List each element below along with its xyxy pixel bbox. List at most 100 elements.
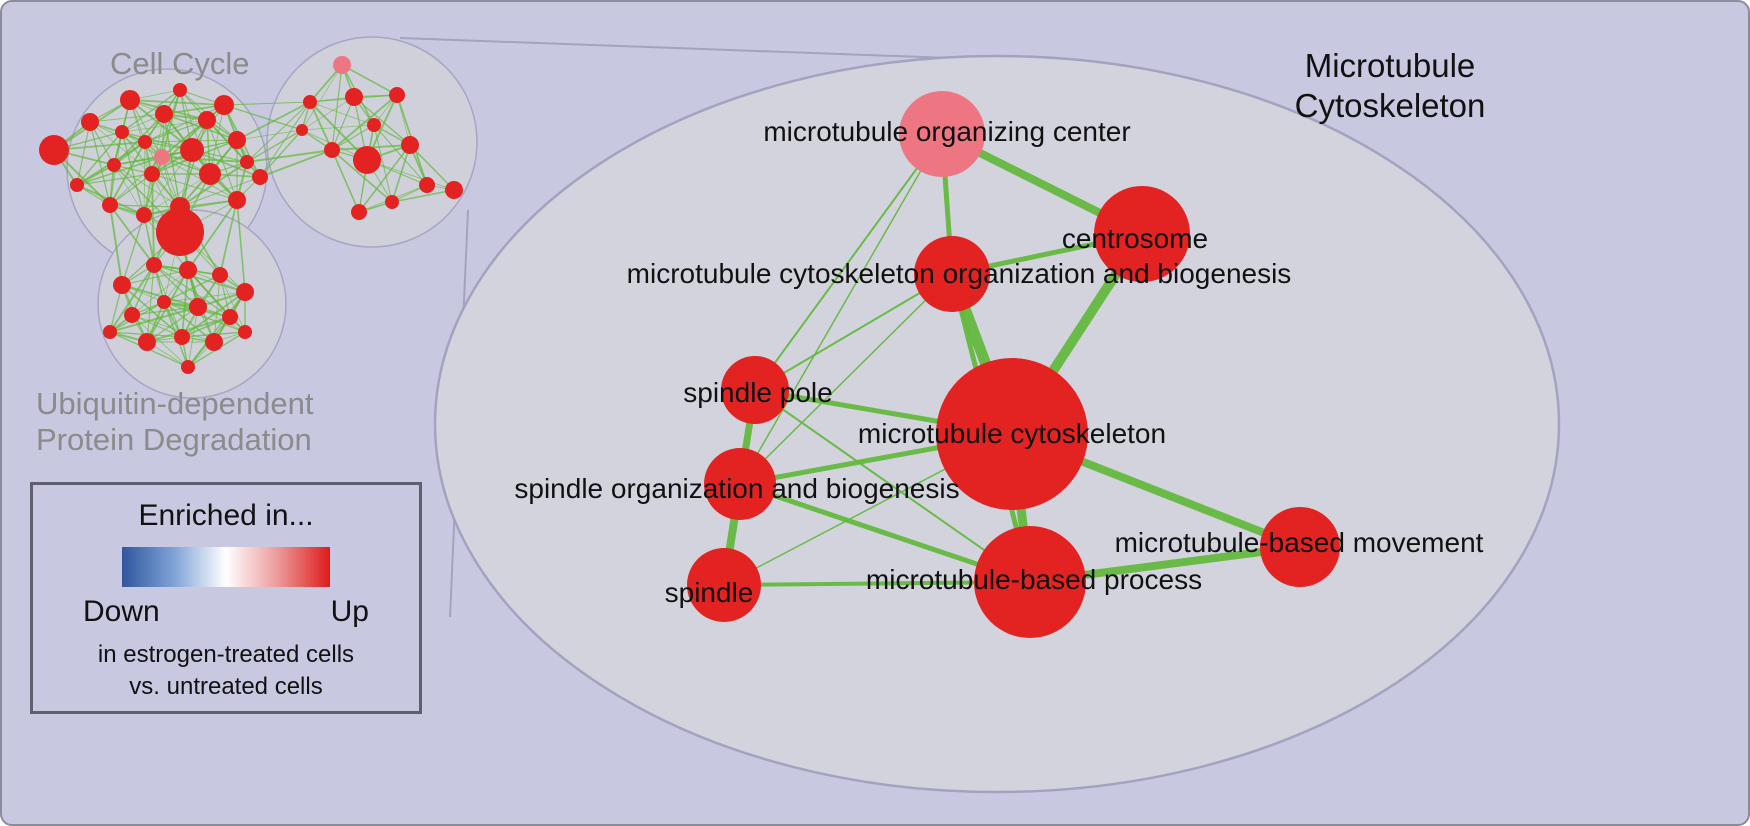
overview-edge [153, 264, 246, 293]
overview-edge [113, 164, 181, 208]
overview-edge [353, 96, 411, 146]
overview-edge [236, 199, 246, 293]
overview-edge [109, 141, 146, 206]
network-node-label-mco: microtubule cytoskeleton organization an… [627, 258, 1292, 289]
overview-edge [161, 89, 181, 158]
overview-node [324, 142, 340, 158]
network-node-label-moc: microtubule organizing center [763, 116, 1130, 147]
overview-node [173, 83, 187, 97]
edge-moc-spindle_org [739, 133, 943, 485]
overview-edge [391, 189, 455, 203]
overview-edge [89, 121, 111, 206]
overview-edge [246, 149, 333, 163]
overview-edge [146, 306, 199, 343]
network-node-mbp [974, 526, 1086, 638]
overview-node [345, 88, 363, 106]
overview-cluster-microtubule-cytoskeleton-mini [266, 36, 478, 248]
legend-subtitle-line1: in estrogen-treated cells [97, 641, 355, 668]
overview-node [120, 90, 140, 110]
overview-edge [131, 264, 155, 316]
overview-edge [89, 113, 165, 123]
overview-node [385, 195, 399, 209]
overview-node [199, 163, 221, 185]
overview-edge [409, 144, 455, 191]
overview-node [367, 118, 381, 132]
network-node-label-spindle_pole: spindle pole [683, 377, 832, 408]
overview-node [401, 136, 419, 154]
overview-node [138, 135, 152, 149]
microtubule-cytoskeleton-title-line1: Microtubule [1304, 47, 1476, 84]
network-node-label-centrosome: centrosome [1062, 223, 1208, 254]
overview-node [228, 191, 246, 209]
network-node-label-mbm: microtubule-based movement [1115, 527, 1484, 558]
edge-mco-spindle_pole [754, 273, 953, 391]
overview-edge [309, 101, 375, 126]
network-node-label-mc: microtubule cytoskeleton [858, 418, 1166, 449]
overview-edge [163, 274, 221, 303]
overview-edge [331, 149, 393, 203]
overview-edge [179, 161, 248, 208]
overview-node [333, 56, 351, 74]
network-node-moc [899, 91, 985, 177]
overview-node [240, 155, 254, 169]
legend-updown-row: Down Up [83, 595, 369, 629]
overview-node [252, 169, 268, 185]
overview-edge [219, 199, 238, 276]
overview-edge [161, 156, 248, 163]
network-node-label-spindle_org: spindle organization and biogenesis [514, 473, 959, 504]
legend-up-label: Up [330, 595, 369, 628]
overview-edge [181, 291, 246, 338]
overview-edge [187, 306, 199, 368]
overview-node [179, 261, 197, 279]
overview-node [174, 329, 190, 345]
overview-node [115, 125, 129, 139]
overview-node [181, 360, 195, 374]
overview-node [144, 166, 160, 182]
overview-edge [146, 316, 231, 343]
overview-node [189, 298, 207, 316]
overview-edge [259, 129, 303, 178]
overview-node [238, 325, 252, 339]
overview-edge [131, 269, 189, 316]
legend-box: Enriched in... Down Up in estrogen-treat… [30, 482, 422, 714]
overview-edge [259, 149, 333, 178]
legend-down-label: Down [83, 595, 160, 628]
overview-node [228, 131, 246, 149]
overview-node [419, 177, 435, 193]
overview-edge [89, 121, 153, 175]
overview-edge [113, 164, 145, 216]
overview-node [81, 113, 99, 131]
overview-edge [391, 144, 411, 203]
overview-edge [209, 104, 225, 175]
overview-node [212, 267, 228, 283]
overview-node [389, 87, 405, 103]
overview-edge [341, 64, 398, 96]
network-node-centrosome [1094, 186, 1190, 282]
overview-edge [109, 264, 155, 333]
overview-edge [236, 101, 311, 141]
overview-node [156, 208, 204, 256]
overview-edge [181, 269, 189, 338]
overview-edge [179, 176, 261, 208]
overview-edge [121, 131, 145, 216]
legend-title: Enriched in... [138, 499, 314, 532]
overview-edge [146, 264, 155, 343]
overview-edge [76, 156, 163, 186]
overview-edge [121, 119, 208, 133]
overview-edge [121, 89, 181, 133]
overview-edge [109, 204, 155, 266]
overview-node [236, 283, 254, 301]
overview-node [205, 333, 223, 351]
overview-edge [143, 156, 163, 216]
edge-moc-spindle_pole [754, 133, 943, 391]
overview-edge [223, 104, 303, 131]
overview-edge [331, 96, 355, 151]
overview-edge [187, 199, 238, 271]
overview-node [157, 295, 171, 309]
network-node-mco [914, 236, 990, 312]
overview-node [113, 276, 131, 294]
network-node-mbm [1260, 507, 1340, 587]
overview-node [351, 204, 367, 220]
